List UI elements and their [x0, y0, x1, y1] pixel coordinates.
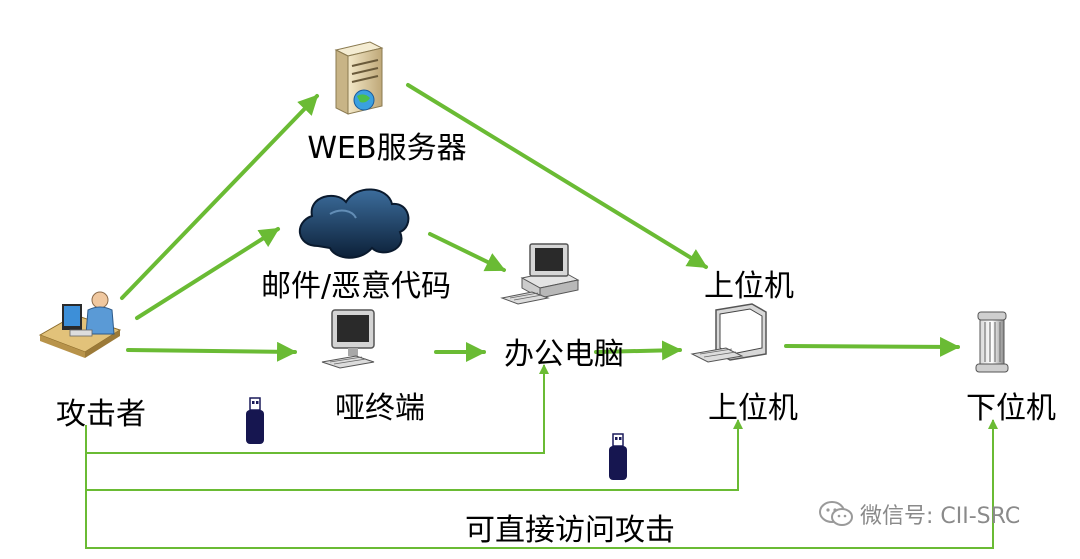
edges: [120, 83, 960, 362]
label-direct-access: 可直接访问攻击: [465, 513, 675, 548]
edge-attacker-to-web-server: [120, 94, 319, 300]
label-email-malware: 邮件/恶意代码: [260, 269, 452, 304]
edge-email-to-office-pc: [428, 232, 506, 272]
path-attacker-to-upper-machine: [85, 419, 743, 491]
label-upper-machine: 上位机: [708, 391, 798, 426]
desktop-computer-icon: [500, 243, 580, 305]
edge-upper-machine-to-lower-machine: [784, 336, 960, 357]
label-dumb-terminal: 哑终端: [335, 391, 425, 426]
label-web-server: WEB服务器: [307, 131, 467, 166]
web-server-icon: [334, 41, 384, 115]
usb-drive-icon: [609, 433, 627, 480]
plc-cylinder-icon: [975, 311, 1009, 373]
label-lower-machine: 下位机: [966, 391, 1056, 426]
path-attacker-to-lower-machine: [85, 419, 998, 549]
label-upper-machine-top: 上位机: [704, 269, 794, 304]
edge-web-server-to-upper-machine: [406, 83, 708, 269]
path-attacker-to-office-pc: [85, 364, 549, 454]
attacker-workstation-icon: [38, 291, 122, 358]
computer-icon: [690, 303, 767, 363]
wechat-icon: [819, 501, 853, 526]
cloud-icon: [298, 188, 410, 259]
edge-attacker-to-email-malware: [135, 227, 280, 320]
edge-attacker-to-dumb-terminal: [126, 341, 297, 362]
edge-office-pc-to-upper-machine: [594, 340, 682, 361]
direct-access-paths: [85, 364, 998, 549]
watermark: 微信号: CII-SRC: [818, 498, 1020, 530]
monitor-icon: [321, 309, 375, 369]
usb-drive-icon: [246, 397, 264, 444]
label-office-pc: 办公电脑: [504, 337, 624, 372]
watermark-text: 微信号: CII-SRC: [860, 504, 1021, 529]
label-attacker: 攻击者: [56, 397, 146, 432]
